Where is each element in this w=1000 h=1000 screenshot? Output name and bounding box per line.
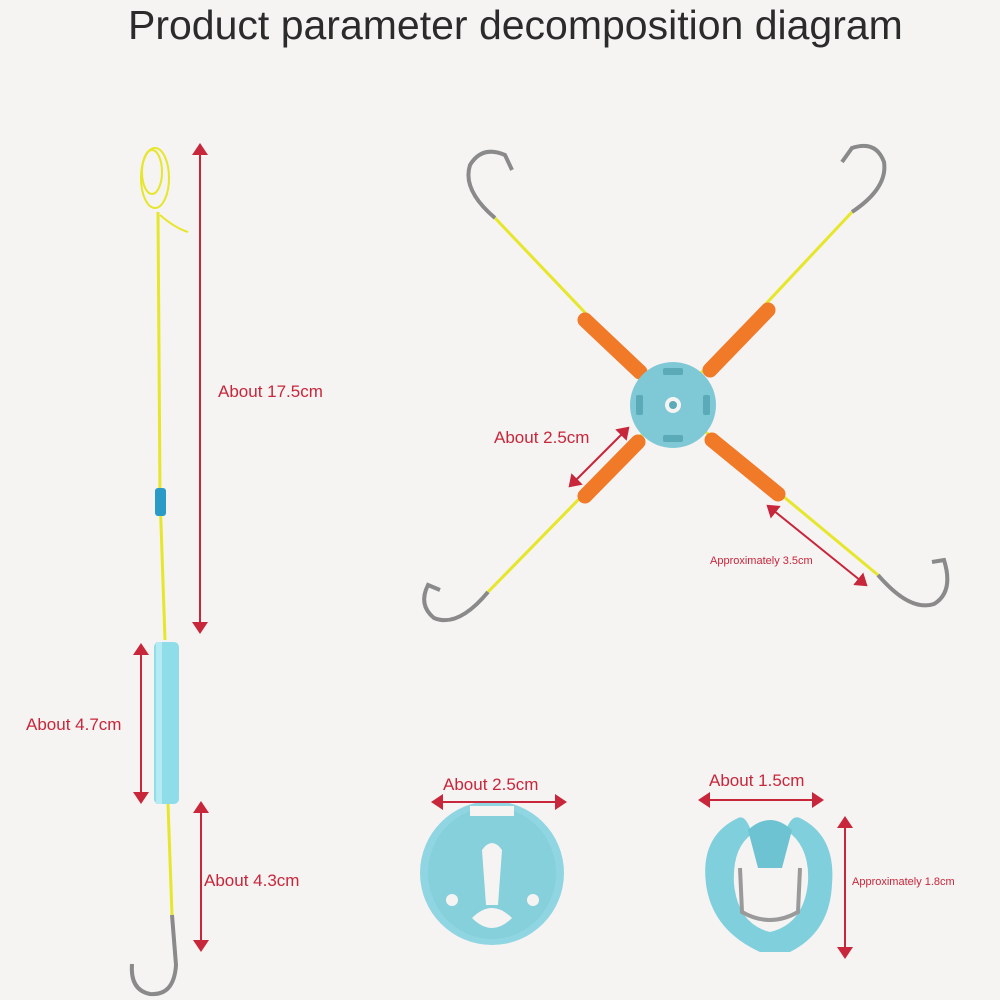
dim-label-disc: About 2.5cm — [443, 775, 539, 794]
dim-arrow-3-5-arm — [766, 504, 868, 587]
four-arm-rig — [422, 143, 950, 623]
dim-arrow-2-5-tube — [568, 426, 630, 488]
connector-disc — [420, 801, 564, 945]
bead — [155, 488, 166, 516]
dim-label-tube: About 2.5cm — [494, 428, 590, 447]
hook-icons — [422, 143, 950, 623]
dim-label-clip-width: About 1.5cm — [709, 771, 805, 790]
line-loop — [140, 147, 189, 233]
leader-rig — [129, 147, 189, 997]
hub-disc — [630, 362, 716, 448]
dim-label-4-3: About 4.3cm — [204, 871, 300, 890]
hook-icon — [129, 914, 179, 997]
dim-label-4-7: About 4.7cm — [26, 715, 122, 734]
dim-label-clip-height: Approximately 1.8cm — [852, 876, 955, 888]
main-line — [156, 211, 167, 641]
dim-label-arm: Approximately 3.5cm — [710, 555, 813, 567]
clip-part — [705, 817, 833, 952]
dim-label-17-5: About 17.5cm — [218, 382, 323, 401]
lower-line — [166, 803, 174, 916]
page-title: Product parameter decomposition diagram — [128, 2, 903, 48]
float-highlight — [156, 642, 162, 804]
